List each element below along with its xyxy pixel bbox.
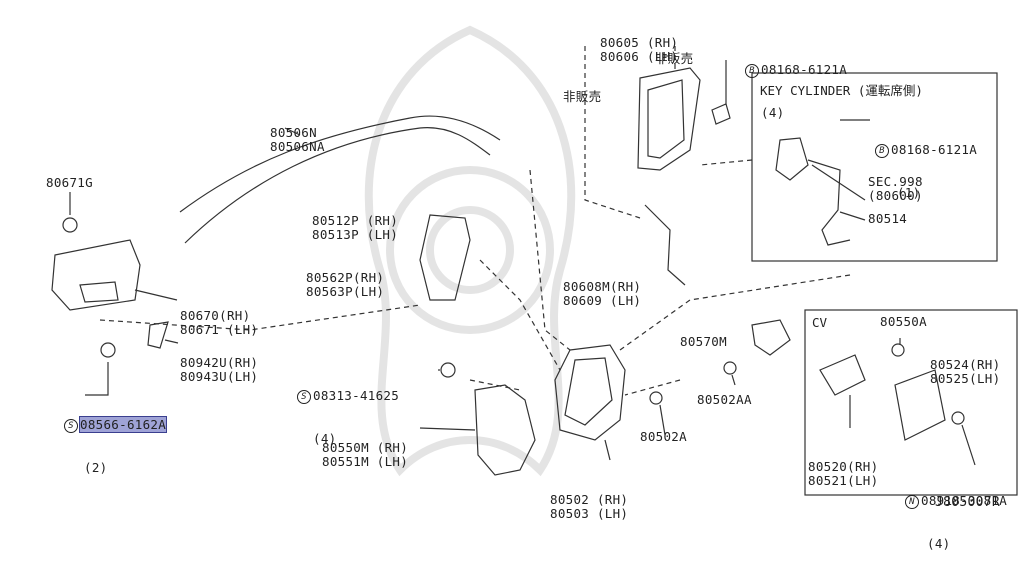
door-lock-actuator bbox=[554, 344, 626, 441]
bolt bbox=[711, 103, 731, 125]
label-80605: 80605 (RH)80606 (LH) bbox=[600, 35, 679, 64]
lock-cover bbox=[474, 384, 536, 476]
screw bbox=[440, 362, 456, 378]
label-80942: 80942U(RH)80943U(LH) bbox=[180, 355, 259, 384]
inside-handle bbox=[51, 239, 141, 311]
screw bbox=[62, 217, 78, 233]
label-not-sold-2: 非販売 bbox=[563, 89, 602, 104]
label-80550A: 80550A bbox=[880, 314, 927, 329]
watermark-logo bbox=[364, 25, 576, 477]
screw bbox=[891, 343, 905, 357]
lever bbox=[147, 321, 169, 349]
rod-cable bbox=[179, 117, 411, 213]
label-80562: 80562P(RH)80563P(LH) bbox=[306, 270, 385, 299]
label-80514: 80514 bbox=[868, 211, 908, 226]
label-sec998: SEC.998(80600) bbox=[868, 174, 923, 203]
bracket bbox=[419, 214, 471, 301]
diagram-code: J805007R bbox=[935, 495, 1001, 510]
cv-title: CV bbox=[812, 315, 828, 330]
rod-cable bbox=[184, 127, 421, 244]
parts-lineart bbox=[51, 46, 1018, 496]
label-80502A: 80502A bbox=[640, 429, 687, 444]
label-80570M: 80570M bbox=[680, 334, 727, 349]
label-80524: 80524(RH)80525(LH) bbox=[930, 357, 1001, 386]
selected-part-number: 08566-6162A bbox=[78, 416, 168, 433]
label-80608: 80608M(RH)80609 (LH) bbox=[563, 279, 642, 308]
key-cylinder-title: KEY CYLINDER (運転席側) bbox=[760, 83, 923, 98]
label-80550M: 80550M (RH)80551M (LH) bbox=[322, 440, 409, 469]
label-80512: 80512P (RH)80513P (LH) bbox=[312, 213, 399, 242]
label-80520: 80520(RH)80521(LH) bbox=[808, 459, 879, 488]
label-80502: 80502 (RH)80503 (LH) bbox=[550, 492, 629, 521]
label-not-sold-1: 非販売 bbox=[655, 51, 694, 66]
screw bbox=[649, 391, 663, 405]
screw bbox=[951, 411, 965, 425]
screw bbox=[723, 361, 737, 375]
screw bbox=[100, 342, 116, 358]
label-80502AA: 80502AA bbox=[697, 392, 752, 407]
outside-handle bbox=[637, 67, 701, 171]
label-80670: 80670(RH)80671 (LH) bbox=[180, 308, 259, 337]
label-80671G: 80671G bbox=[46, 175, 93, 190]
